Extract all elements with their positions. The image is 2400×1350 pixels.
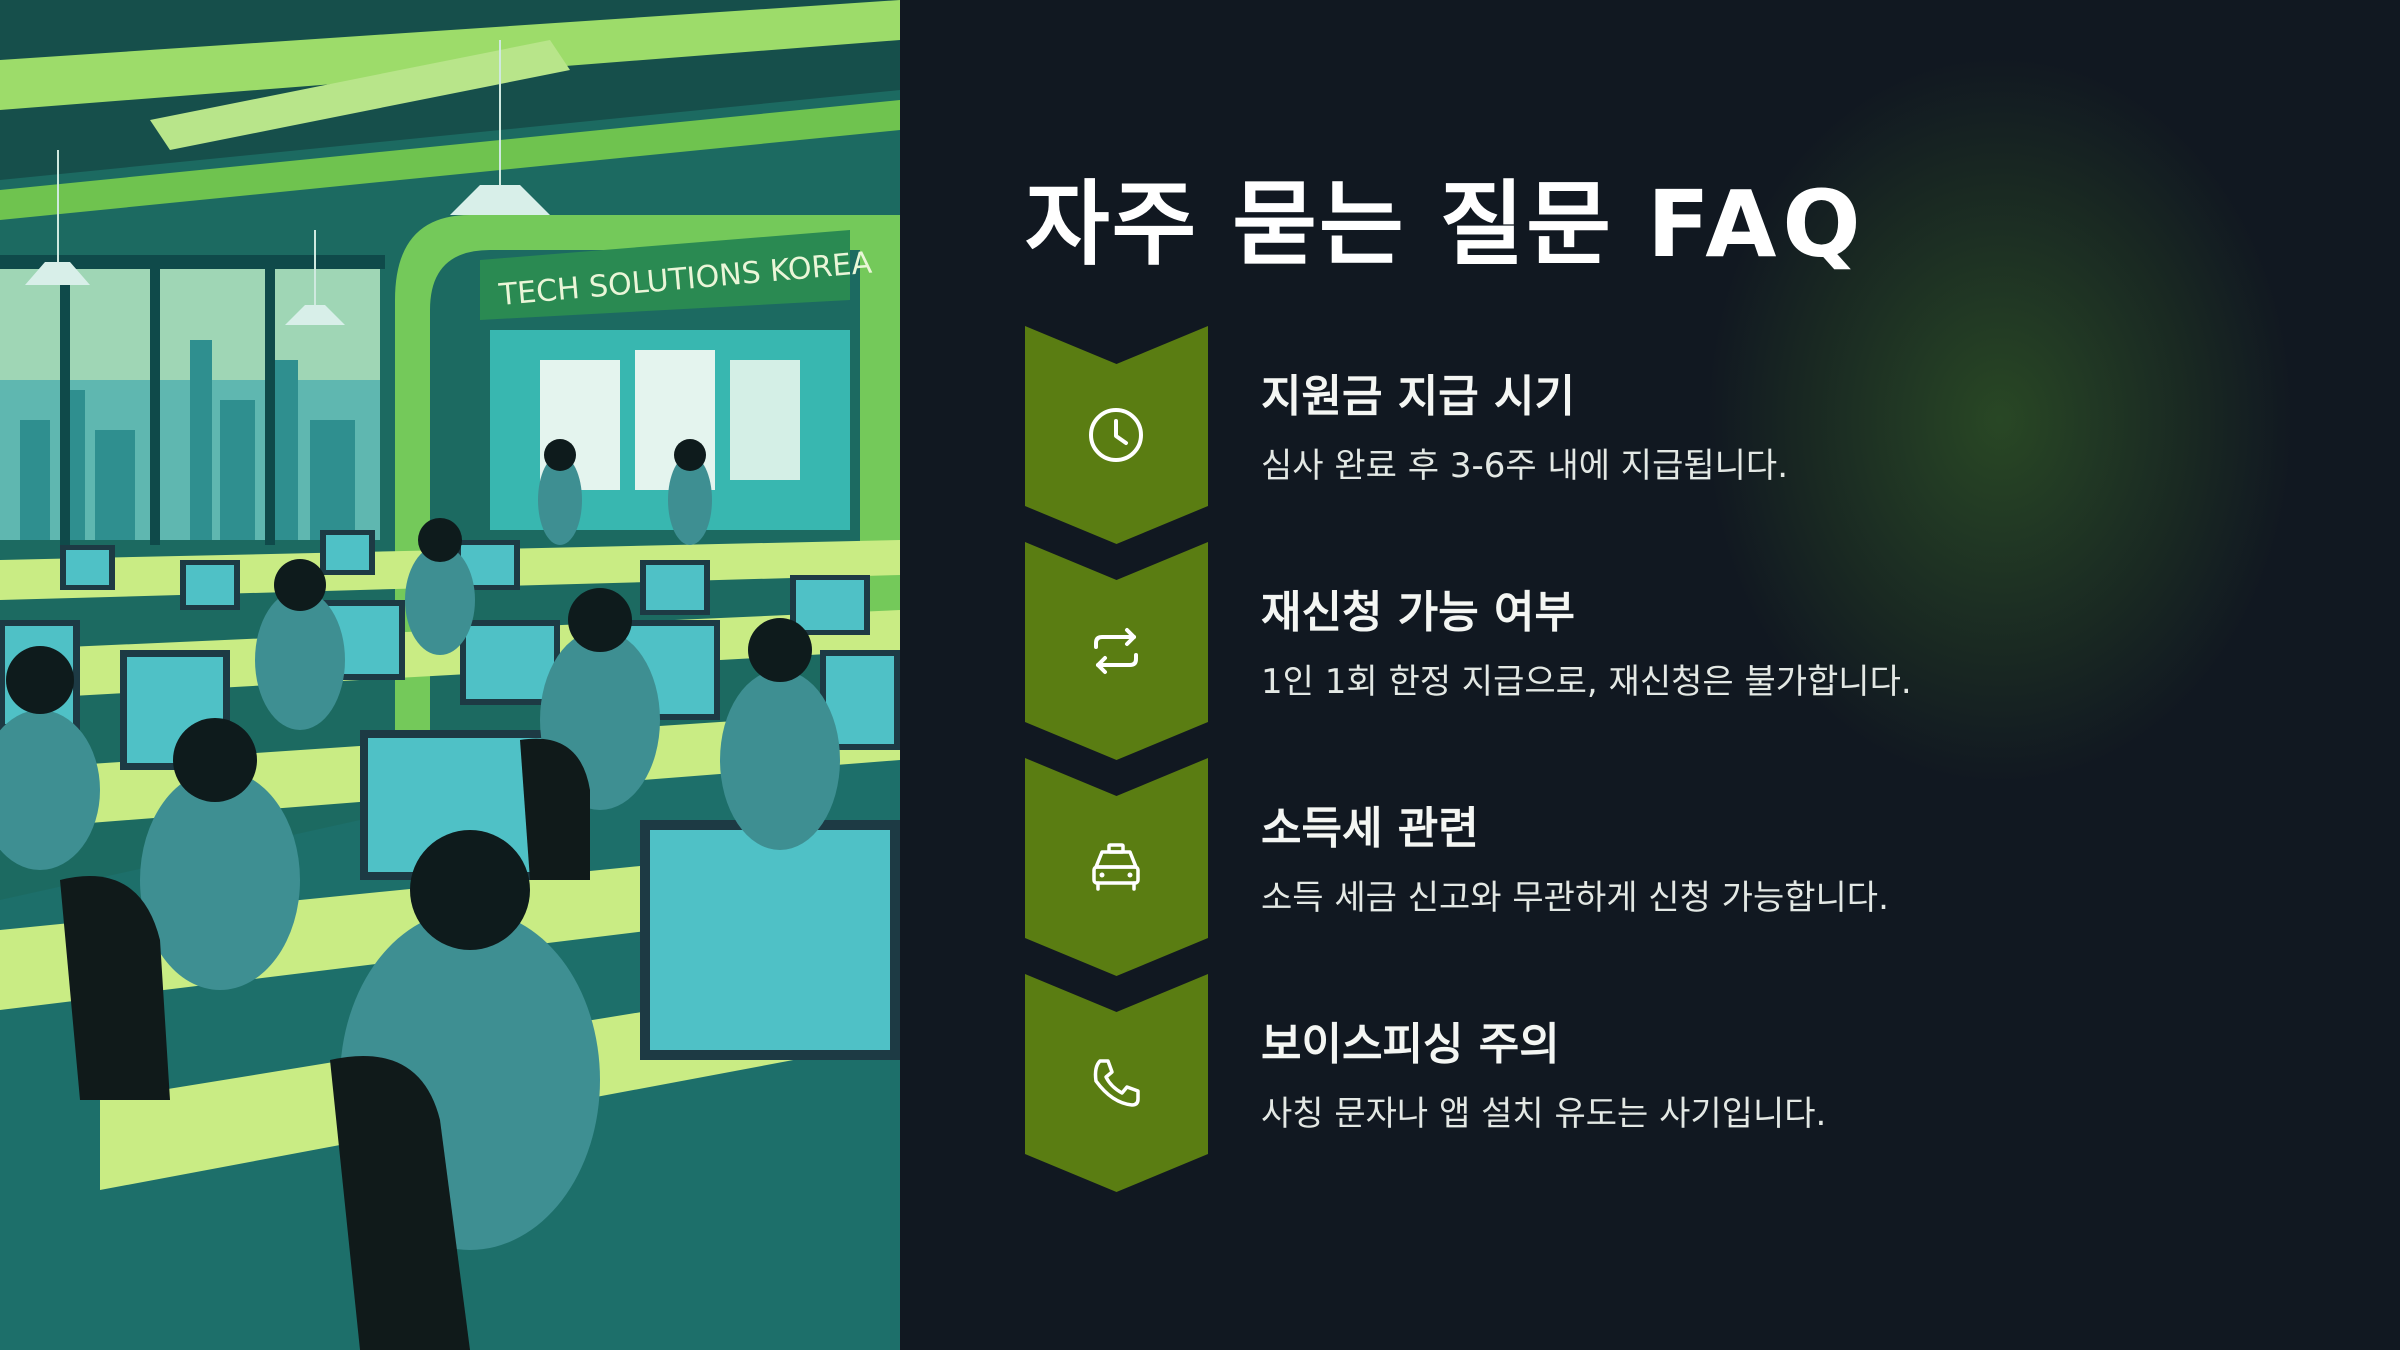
faq-answer: 심사 완료 후 3-6주 내에 지급됩니다.: [1261, 446, 1789, 486]
faq-question: 재신청 가능 여부: [1261, 587, 1575, 638]
chevron-badge: [1025, 758, 1208, 976]
faq-item-income-tax: 소득세 관련 소득 세금 신고와 무관하게 신청 가능합니다.: [1025, 758, 2325, 976]
chevron-badge: [1025, 974, 1208, 1192]
chevron-badge: [1025, 326, 1208, 544]
phone-icon: [1093, 1059, 1140, 1107]
faq-question: 소득세 관련: [1261, 803, 1479, 854]
faq-answer: 소득 세금 신고와 무관하게 신청 가능합니다.: [1261, 878, 1889, 918]
faq-item-voice-phishing: 보이스피싱 주의 사칭 문자나 앱 설치 유도는 사기입니다.: [1025, 974, 2325, 1192]
clock-icon: [1089, 408, 1143, 462]
office-illustration: TECH SOLUTIONS KOREA: [0, 0, 900, 1350]
faq-answer: 1인 1회 한정 지급으로, 재신청은 불가합니다.: [1261, 662, 1912, 702]
faq-title-korean: 자주 묻는 질문: [1025, 171, 1613, 278]
faq-question: 보이스피싱 주의: [1261, 1019, 1560, 1070]
taxi-icon: [1092, 843, 1140, 891]
faq-item-payment-timing: 지원금 지급 시기 심사 완료 후 3-6주 내에 지급됩니다.: [1025, 326, 2325, 544]
faq-question: 지원금 지급 시기: [1261, 371, 1575, 422]
faq-title-latin: FAQ: [1646, 171, 1867, 278]
faq-item-reapply: 재신청 가능 여부 1인 1회 한정 지급으로, 재신청은 불가합니다.: [1025, 542, 2325, 760]
faq-title: 자주 묻는 질문 FAQ: [1025, 150, 1867, 283]
chevron-badge: [1025, 542, 1208, 760]
faq-answer: 사칭 문자나 앱 설치 유도는 사기입니다.: [1261, 1094, 1827, 1134]
faq-panel: 자주 묻는 질문 FAQ 지원금 지급 시기 심사 완료 후 3-6주 내에 지…: [900, 0, 2400, 1350]
repeat-icon: [1094, 628, 1138, 674]
